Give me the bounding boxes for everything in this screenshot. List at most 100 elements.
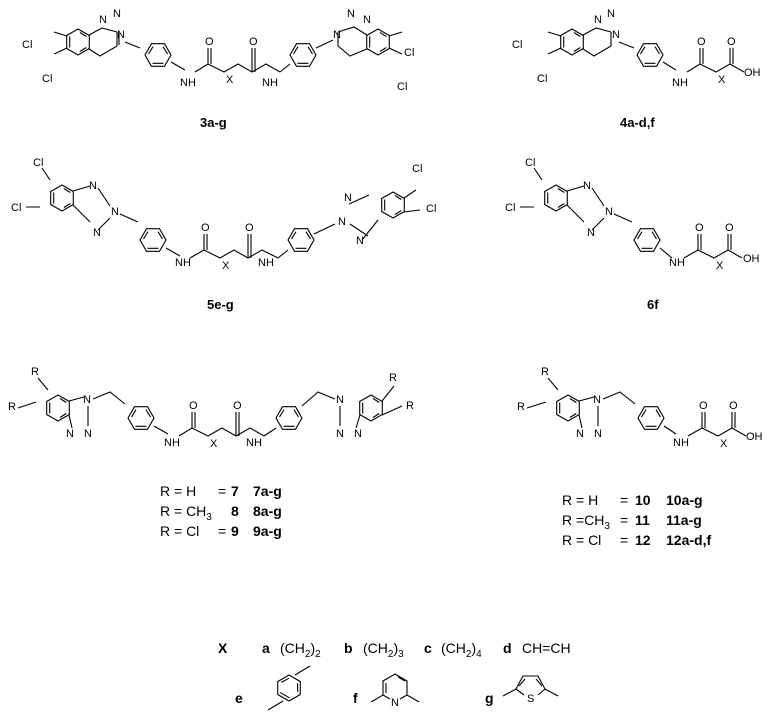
compound-series: 9a-g [253,523,282,539]
atom-label: X [226,74,234,86]
x-option-letter: e [235,690,243,706]
atom-label: R [406,400,414,412]
atom-label: N [594,14,602,26]
atom-label: O [205,36,214,48]
atom-label: Cl [537,73,547,85]
x-option-b: (CH2)3 [363,640,404,660]
atom-label: H [172,437,180,449]
x-option-letter: b [344,640,353,656]
atom-label: Cl [42,73,52,85]
atom-label: N [391,697,399,709]
atom-label: N [605,206,613,218]
r-group: R = Cl [562,532,601,548]
atom-label: N [99,14,107,26]
atom-label: N [246,437,254,449]
x-option-letter: f [353,690,358,706]
atom-label: O [695,222,704,234]
atom-label: X [716,260,724,272]
x-option-e-phenylene [267,665,311,711]
atom-label: N [673,437,681,449]
x-option-letter: a [262,640,270,656]
structure-6f: Cl Cl N N N N H O O X OH [505,157,760,272]
atom-label: N [338,216,346,228]
atom-label: OH [744,67,761,79]
atom-label: N [164,437,172,449]
atom-label: O [189,400,198,412]
compound-number: 7 [231,483,239,499]
atom-label: Cl [505,202,515,214]
structure-4a-d-f: N N N Cl Cl N H O O X OH [512,8,761,89]
atom-label: Cl [412,163,422,175]
atom-label: X [210,438,218,450]
atom-label: X [222,260,230,272]
compound-number: 9 [231,523,239,539]
compound-series: 7a-g [253,483,282,499]
atom-label: O [727,36,736,48]
atom-label: O [699,400,708,412]
atom-label: Cl [11,202,21,214]
atom-label: Cl [22,39,32,51]
atom-label: Cl [404,47,414,59]
x-option-c: (CH2)4 [441,640,482,660]
atom-label: N [84,428,92,440]
r-group: R = H [562,492,598,508]
atom-label: OH [746,431,763,443]
atom-label: R [389,372,397,384]
atom-label: H [270,77,278,89]
compound-series: 8a-g [253,503,282,519]
atom-label: S [527,693,534,705]
x-option-letter: g [485,690,494,706]
atom-label: N [180,77,188,89]
structure-3a-g: N N N Cl Cl N H O O X N H N N N Cl Cl [22,8,414,93]
x-option-g-thiophene: S [502,675,559,705]
x-option-d: CH=CH [522,640,571,656]
atom-label: H [266,257,274,269]
atom-label: X [720,438,728,450]
atom-label: N [117,29,125,41]
atom-label: N [354,428,362,440]
atom-label: H [183,257,191,269]
atom-label: N [175,257,183,269]
atom-label: Cl [512,39,522,51]
r-group: R = Cl [160,523,199,539]
equals-sign: = [620,492,628,508]
equals-sign: = [620,512,628,528]
atom-label: R [517,401,525,413]
atom-label: H [680,77,688,89]
equals-sign: = [620,532,628,548]
structure-7-9: R R N N N N H O O X N H N N N R R [8,366,414,450]
atom-label: N [672,77,680,89]
compound-number: 12 [635,532,651,548]
atom-label: Cl [33,157,43,169]
atom-label: N [587,227,595,239]
atom-label: N [607,8,615,20]
atom-label: Cl [426,203,436,215]
compound-series: 12a-d,f [666,532,711,548]
atom-label: N [113,8,121,20]
structure-10-12: R R N N N N H O O X OH [517,366,763,450]
atom-label: H [677,257,685,269]
atom-label: O [233,400,242,412]
atom-label: R [541,366,549,378]
atom-label: O [729,400,738,412]
atom-label: N [593,394,601,406]
atom-label: O [201,222,210,234]
equals-sign: = [218,483,226,499]
atom-label: N [336,428,344,440]
atom-label: N [66,428,74,440]
structure-5e-g: Cl Cl N N N N H O O X N H N N N Cl Cl [11,157,436,272]
atom-label: N [262,77,270,89]
compound-label-5e-g: 5e-g [207,297,234,312]
atom-label: N [83,394,91,406]
compound-label-3a-g: 3a-g [200,115,227,130]
atom-label: N [583,180,591,192]
x-option-letter: c [424,640,432,656]
atom-label: N [347,8,355,20]
compound-number: 8 [231,503,239,519]
atom-label: Cl [525,157,535,169]
atom-label: R [8,401,16,413]
atom-label: Cl [397,81,407,93]
atom-label: N [93,227,101,239]
compound-series: 10a-g [666,492,703,508]
